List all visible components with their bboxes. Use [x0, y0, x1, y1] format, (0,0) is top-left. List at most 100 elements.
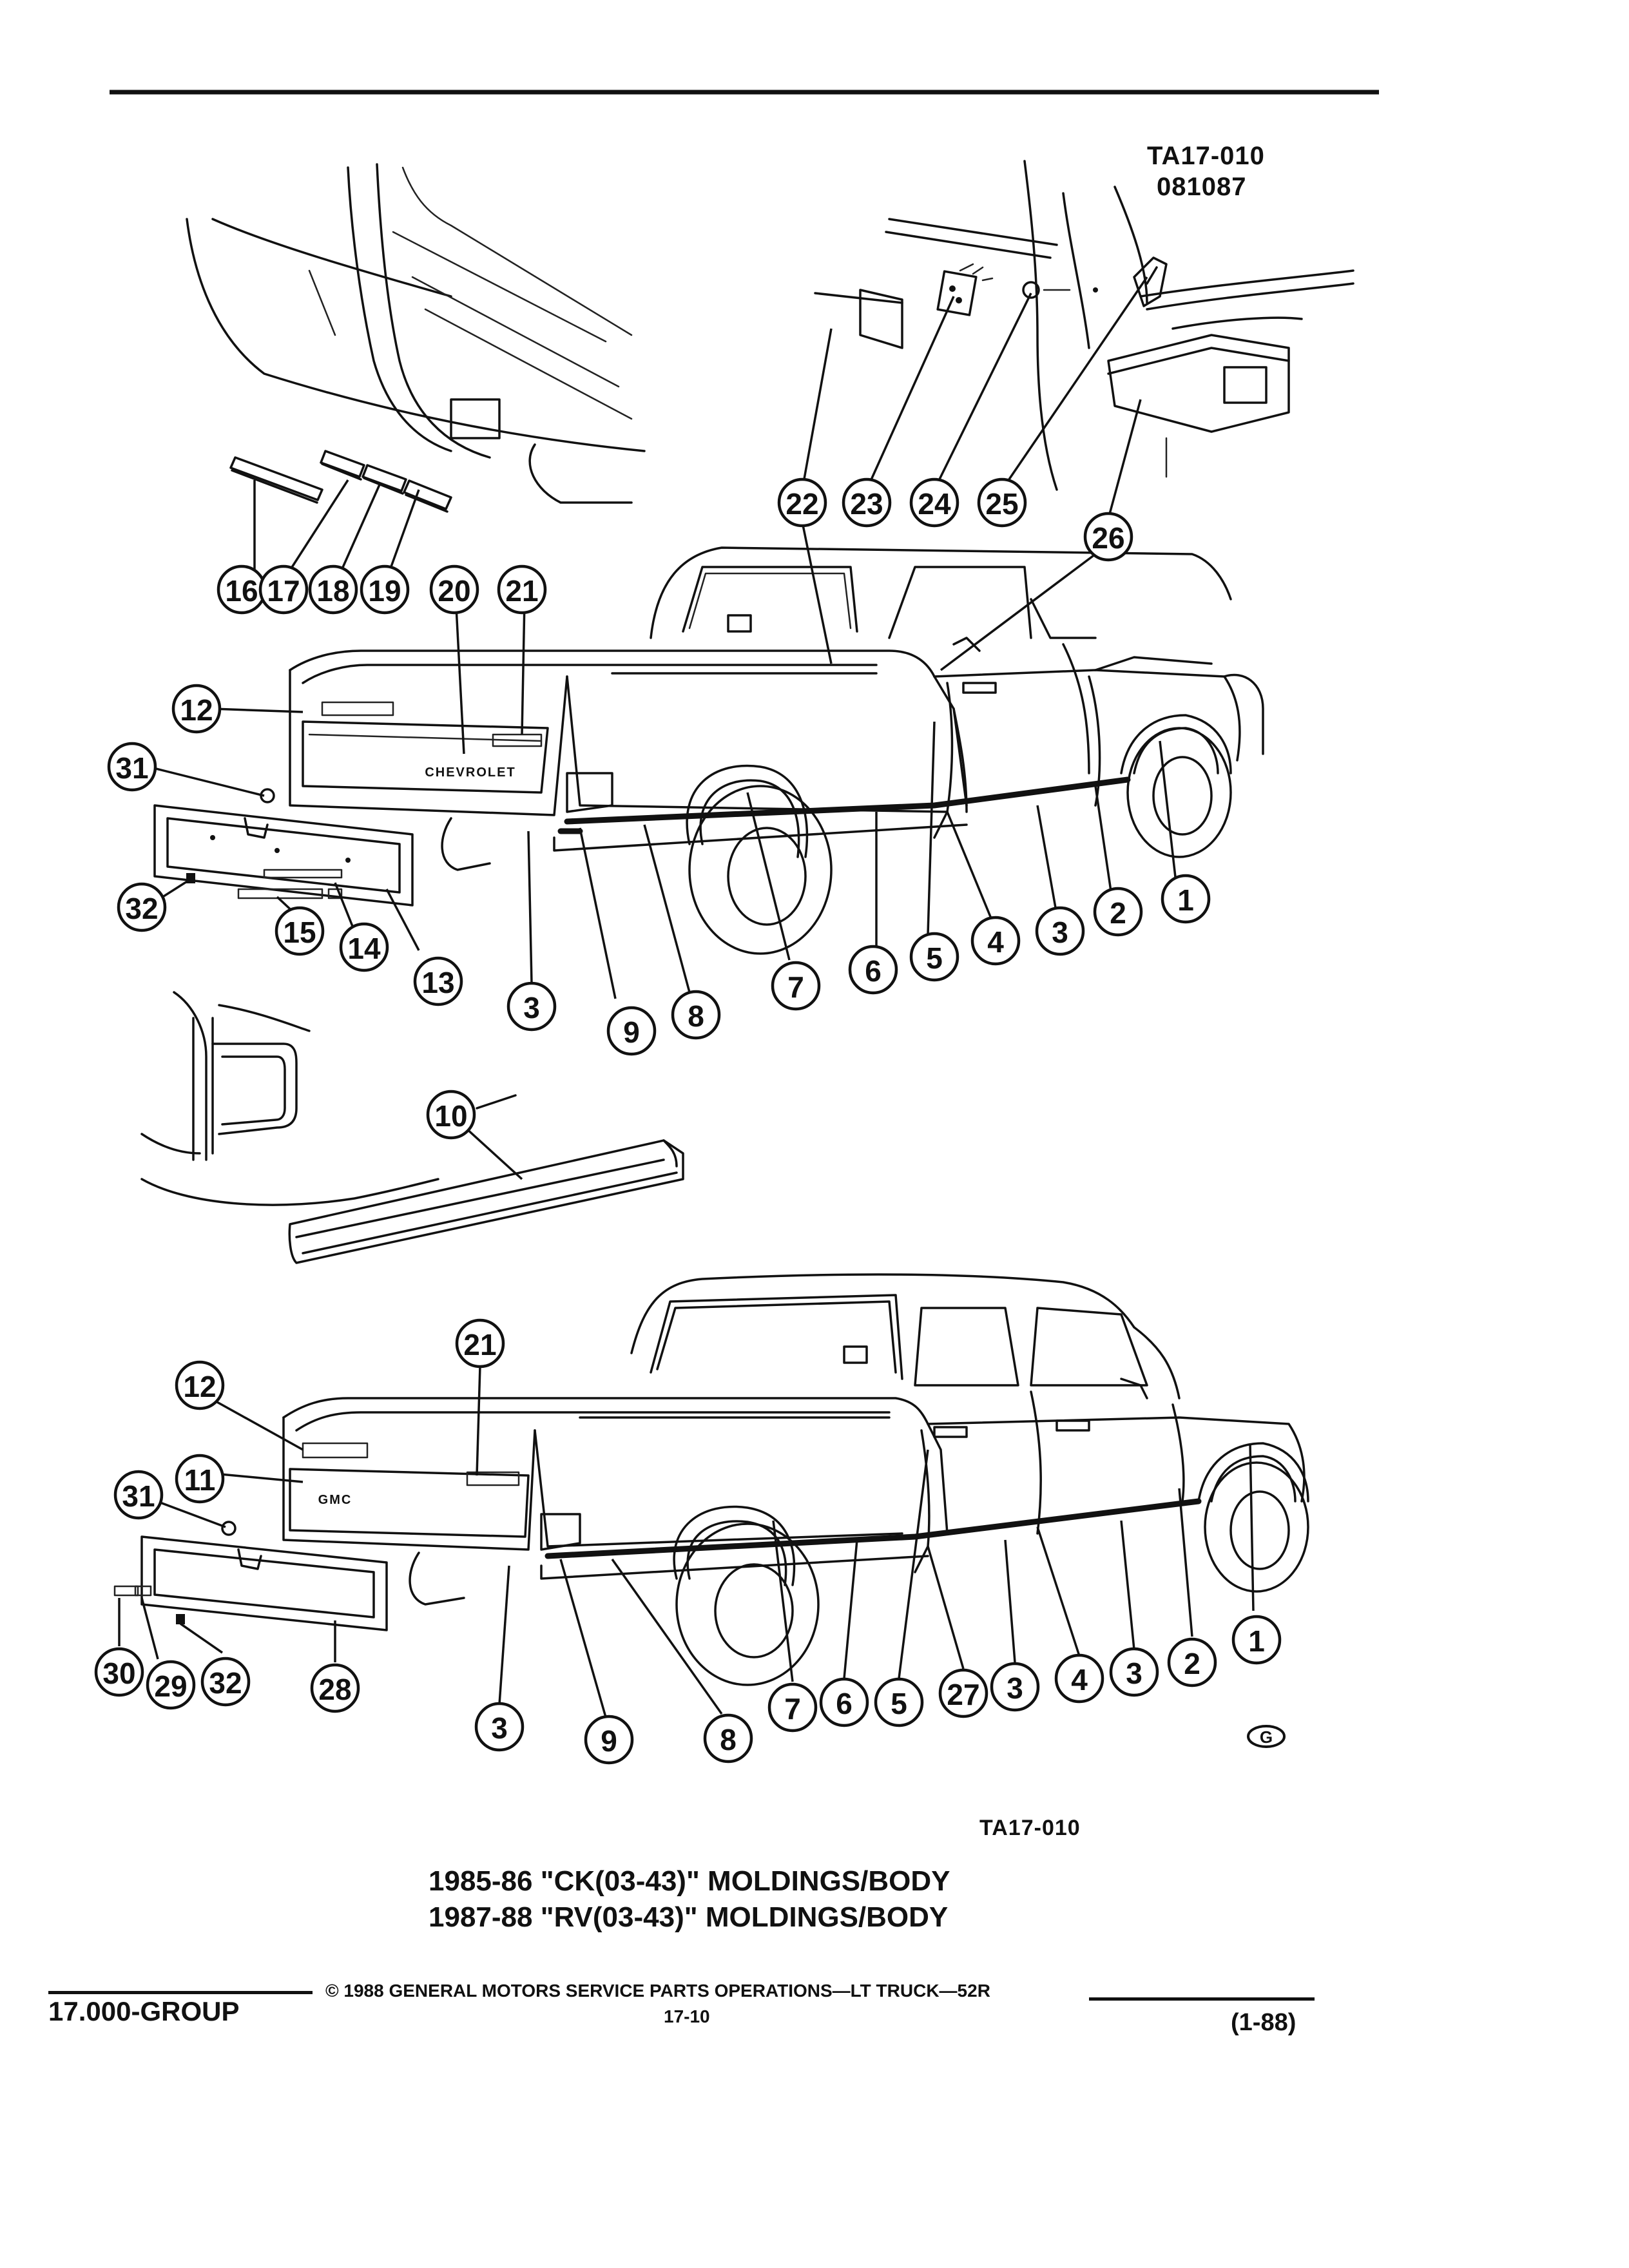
callout-3: 3: [990, 1662, 1040, 1712]
molding-strips-16-19: [229, 450, 452, 513]
callout-label: 3: [491, 1711, 508, 1745]
callout-label: 8: [720, 1723, 737, 1756]
callout-23: 23: [842, 477, 892, 528]
callout-label: 10: [434, 1099, 467, 1133]
callout-label: 12: [180, 693, 213, 727]
cab-corner-inset: [186, 163, 646, 504]
callout-8: 8: [671, 990, 721, 1040]
callout-circle: [909, 477, 959, 528]
callout-label: 3: [1126, 1657, 1142, 1690]
callout-14: 14: [339, 922, 389, 972]
callout-circle: [146, 1660, 196, 1710]
callout-32: 32: [117, 882, 167, 932]
callout-label: 31: [122, 1479, 155, 1513]
callout-label: 27: [947, 1678, 979, 1711]
callout-label: 21: [463, 1328, 496, 1361]
callout-label: 30: [102, 1657, 135, 1690]
callout-30: 30: [94, 1647, 144, 1697]
callout-19: 19: [360, 564, 410, 615]
callout-7: 7: [771, 961, 821, 1011]
callout-28: 28: [310, 1663, 360, 1713]
callout-label: 3: [523, 991, 540, 1024]
callout-label: 1: [1248, 1624, 1265, 1658]
callout-label: 18: [316, 574, 349, 608]
callout-27: 27: [938, 1668, 988, 1718]
callout-circle: [175, 1360, 225, 1410]
callout-label: 5: [891, 1687, 907, 1720]
callout-2: 2: [1167, 1637, 1217, 1687]
callout-label: 23: [850, 487, 883, 521]
gmc-emblem: GMC: [318, 1493, 352, 1507]
callout-circle: [275, 906, 325, 956]
callout-label: 9: [623, 1015, 640, 1049]
plate-bracket-13: [153, 788, 414, 907]
callout-label: 6: [836, 1687, 853, 1720]
callout-6: 6: [819, 1677, 869, 1727]
callout-2: 2: [1093, 887, 1143, 937]
callout-4: 4: [1054, 1653, 1104, 1704]
callout-circle: [474, 1702, 525, 1752]
callout-12: 12: [171, 684, 222, 734]
callout-label: 3: [1052, 916, 1068, 949]
callout-17: 17: [258, 564, 309, 615]
callout-circle: [360, 564, 410, 615]
callout-circle: [842, 477, 892, 528]
footer-copyright: © 1988 GENERAL MOTORS SERVICE PARTS OPER…: [325, 1981, 990, 2001]
callout-label: 11: [184, 1463, 216, 1497]
footer-rule-right: [1089, 1997, 1315, 2001]
callout-label: 8: [688, 999, 704, 1033]
callout-circle: [429, 564, 479, 615]
callout-circle: [506, 981, 557, 1032]
callout-32: 32: [200, 1657, 251, 1707]
callout-15: 15: [275, 906, 325, 956]
callout-11: 11: [175, 1454, 225, 1504]
callout-circle: [107, 742, 157, 792]
callout-3: 3: [1109, 1647, 1159, 1697]
callout-circle: [1054, 1653, 1104, 1704]
callout-label: 4: [987, 925, 1004, 959]
callout-4: 4: [970, 916, 1021, 966]
callout-circle: [113, 1470, 164, 1520]
callout-label: 4: [1071, 1663, 1088, 1696]
callout-circle: [1231, 1615, 1282, 1665]
figure-date-code-top: 081087: [1157, 173, 1247, 201]
callout-circle: [874, 1677, 924, 1727]
callout-29: 29: [146, 1660, 196, 1710]
callout-label: 16: [225, 574, 258, 608]
upper-truck-chevrolet: CHEVROLET: [289, 546, 1264, 955]
callout-13: 13: [413, 956, 463, 1006]
callout-label: 15: [283, 916, 316, 949]
callout-circle: [771, 961, 821, 1011]
callout-circle: [1083, 512, 1133, 562]
callout-circle: [584, 1715, 634, 1765]
callout-label: 14: [347, 932, 381, 965]
callout-16: 16: [217, 564, 267, 615]
callout-3: 3: [474, 1702, 525, 1752]
corner-mark: G: [1247, 1725, 1286, 1748]
callout-label: 21: [505, 574, 538, 608]
callout-25: 25: [977, 477, 1027, 528]
callout-label: 9: [601, 1724, 617, 1758]
callout-12: 12: [175, 1360, 225, 1410]
callout-label: 6: [865, 954, 882, 988]
callout-circle: [339, 922, 389, 972]
lower-truck-gmc: GMC: [282, 1273, 1309, 1686]
callout-circle: [909, 932, 959, 982]
figure-caption-line-1: 1985-86 "CK(03-43)" MOLDINGS/BODY: [429, 1865, 950, 1897]
callout-label: 20: [438, 574, 470, 608]
figure-ref-code-bottom: TA17-010: [979, 1816, 1081, 1840]
callout-label: 7: [787, 970, 804, 1004]
callout-circle: [1161, 874, 1211, 924]
callout-circle: [606, 1006, 657, 1056]
callout-26: 26: [1083, 512, 1133, 562]
callout-label: 1: [1177, 883, 1194, 917]
callout-20: 20: [429, 564, 479, 615]
callout-circle: [308, 564, 358, 615]
callout-circle: [777, 477, 827, 528]
callout-circle: [1167, 1637, 1217, 1687]
callout-circle: [703, 1713, 753, 1763]
callout-label: 17: [267, 574, 300, 608]
callout-8: 8: [703, 1713, 753, 1763]
